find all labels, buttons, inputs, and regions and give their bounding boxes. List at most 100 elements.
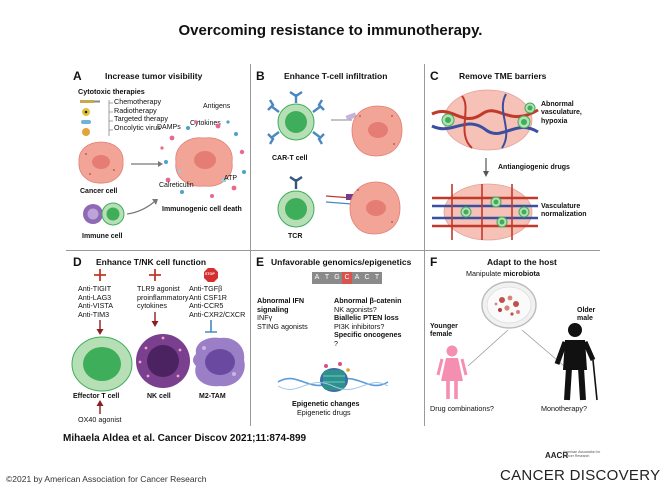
aacr-logo: AACR xyxy=(545,451,569,460)
dna-letter: A xyxy=(352,272,362,284)
icd-label: Immunogenic cell death xyxy=(162,206,242,213)
ifn-title: Abnormal IFN signaling xyxy=(257,296,305,314)
effector-t-cell-icon xyxy=(71,336,133,392)
citation: Mihaela Aldea et al. Cancer Discov 2021;… xyxy=(63,433,307,444)
panel-a-letter: A xyxy=(73,69,82,83)
anti-tgfb-label: Anti-TGFβ xyxy=(189,284,223,293)
therapy-icons xyxy=(80,100,100,136)
dna-letter: T xyxy=(372,272,382,284)
nk-cell-icon xyxy=(136,334,190,388)
ifn-block: Abnormal IFN signaling INFγ STING agonis… xyxy=(257,296,327,331)
panel-d-title: Enhance T/NK cell function xyxy=(96,257,207,267)
arrow-up-icon xyxy=(96,400,104,414)
anti-cxr2-label: Anti-CXR2/CXCR xyxy=(189,309,246,319)
arrow-down-icon xyxy=(483,158,489,177)
stop-sign-text: STOP xyxy=(205,272,215,276)
older-male-label: Older male xyxy=(577,307,596,323)
cancer-cell xyxy=(78,141,124,184)
dna-sequence: A T G C A C T xyxy=(312,272,382,284)
panel-f-letter: F xyxy=(430,255,438,269)
cancer-cell-label: Cancer cell xyxy=(80,188,118,195)
panel-e-letter: E xyxy=(256,255,265,269)
drug-combinations-label: Drug combinations? xyxy=(430,404,494,413)
dna-letter: C xyxy=(362,272,372,284)
bcatenin-title: Abnormal β-catenin xyxy=(334,296,402,305)
female-figure-icon xyxy=(436,345,468,399)
inhibit-icon xyxy=(205,320,217,333)
genomic-alterations-block: Abnormal β-catenin NK agonists? Bialleli… xyxy=(334,296,422,349)
tcr-label: TCR xyxy=(288,233,303,240)
therapy-list: Chemotherapy Radiotherapy Targeted thera… xyxy=(114,97,168,132)
therapy-radiotherapy: Radiotherapy xyxy=(114,105,157,115)
plus-icon xyxy=(149,269,161,281)
dna-letter: T xyxy=(322,272,332,284)
ox40-label: OX40 agonist xyxy=(78,415,122,424)
immune-cell xyxy=(83,202,125,226)
anti-tigit-label: Anti-TIGIT xyxy=(78,284,112,293)
panel-c-title: Remove TME barriers xyxy=(459,71,547,81)
panel-e-title: Unfavorable genomics/epigenetics xyxy=(271,257,412,267)
therapy-chemotherapy: Chemotherapy xyxy=(114,97,162,106)
epigenetic-title: Epigenetic changes xyxy=(292,399,360,408)
cytokines-label: Cytokines xyxy=(190,120,221,127)
microbiota-line: Manipulate microbiota xyxy=(466,269,540,279)
divider xyxy=(424,64,425,250)
abnormal-vasculature-icon xyxy=(431,89,539,151)
calreticulin-label: Calreticulin xyxy=(159,182,194,189)
nk-cell-label: NK cell xyxy=(147,393,171,400)
abnormal-vasculature-label: Abnormal vasculature, hypoxia xyxy=(541,101,582,125)
therapy-targeted: Targeted therapy xyxy=(114,114,168,124)
antigens-label: Antigens xyxy=(203,103,231,110)
proinflammatory-label: proinflammatory xyxy=(137,292,189,302)
divider xyxy=(424,250,425,426)
male-figure-icon xyxy=(554,323,598,401)
therapy-oncolytic-virus: Oncolytic virus xyxy=(114,122,161,132)
panel-c-letter: C xyxy=(430,69,439,83)
stop-sign-icon xyxy=(204,268,218,282)
panel-b-letter: B xyxy=(256,69,265,83)
divider xyxy=(66,250,600,251)
oncogenes-item: ? xyxy=(334,338,338,348)
anti-tim3-label: Anti-TIM3 xyxy=(78,309,110,319)
arrow-down-icon xyxy=(96,320,104,335)
figure-title: Overcoming resistance to immunotherapy. xyxy=(178,22,483,39)
cytotoxic-heading: Cytotoxic therapies xyxy=(78,87,145,96)
plus-icon xyxy=(94,269,106,281)
nk-agonists-label: NK agonists? xyxy=(334,304,377,314)
microbiota-label: microbiota xyxy=(503,269,540,278)
car-t-target-cancer-cell xyxy=(331,105,403,157)
anti-lag3-label: Anti-LAG3 xyxy=(78,292,112,302)
immunogenic-cell-death-icon xyxy=(160,120,246,198)
sting-label: STING agonists xyxy=(257,321,308,331)
pten-title: Biallelic PTEN loss xyxy=(334,313,399,323)
immune-cell-label: Immune cell xyxy=(82,233,123,240)
panel-b-title: Enhance T-cell infiltration xyxy=(284,71,388,81)
arrow-icon xyxy=(131,161,163,167)
d-col2-list: TLR9 agonist proinflammatory cytokines xyxy=(137,284,189,311)
cytokines-d-label: cytokines xyxy=(137,301,167,311)
nucleosome-icon xyxy=(277,362,389,392)
therapy-bracket xyxy=(108,100,113,136)
microbiota-prefix: Manipulate xyxy=(466,269,504,278)
panel-d-letter: D xyxy=(73,255,82,269)
copyright: ©2021 by American Association for Cancer… xyxy=(6,474,207,484)
panel-a-title: Increase tumor visibility xyxy=(105,71,203,81)
arrow-down-icon xyxy=(151,312,159,327)
d-col1-list: Anti-TIGIT Anti-LAG3 Anti-VISTA Anti-TIM… xyxy=(78,284,113,319)
car-t-cell-icon xyxy=(267,91,325,145)
damps-label: DAMPs xyxy=(157,124,181,131)
divider xyxy=(250,64,251,250)
m2-tam-label: M2-TAM xyxy=(199,393,226,400)
dna-letter: G xyxy=(332,272,342,284)
petri-dish-icon xyxy=(481,281,537,329)
d-col3-list: Anti-TGFβ Anti CSF1R Anti-CCR5 Anti-CXR2… xyxy=(189,284,246,319)
arrow-icon xyxy=(126,199,158,215)
car-t-label: CAR-T cell xyxy=(272,155,308,162)
divider xyxy=(250,250,251,426)
aacr-subtitle: American Association for Cancer Research xyxy=(563,450,601,458)
normalization-label: Vasculature normalization xyxy=(541,203,587,219)
pi3k-label: PI3K inhibitors? xyxy=(334,321,385,331)
ifn-gamma-label: INFγ xyxy=(257,313,273,323)
m2-tam-icon xyxy=(193,337,245,387)
tcr-cell-icon xyxy=(277,176,315,228)
